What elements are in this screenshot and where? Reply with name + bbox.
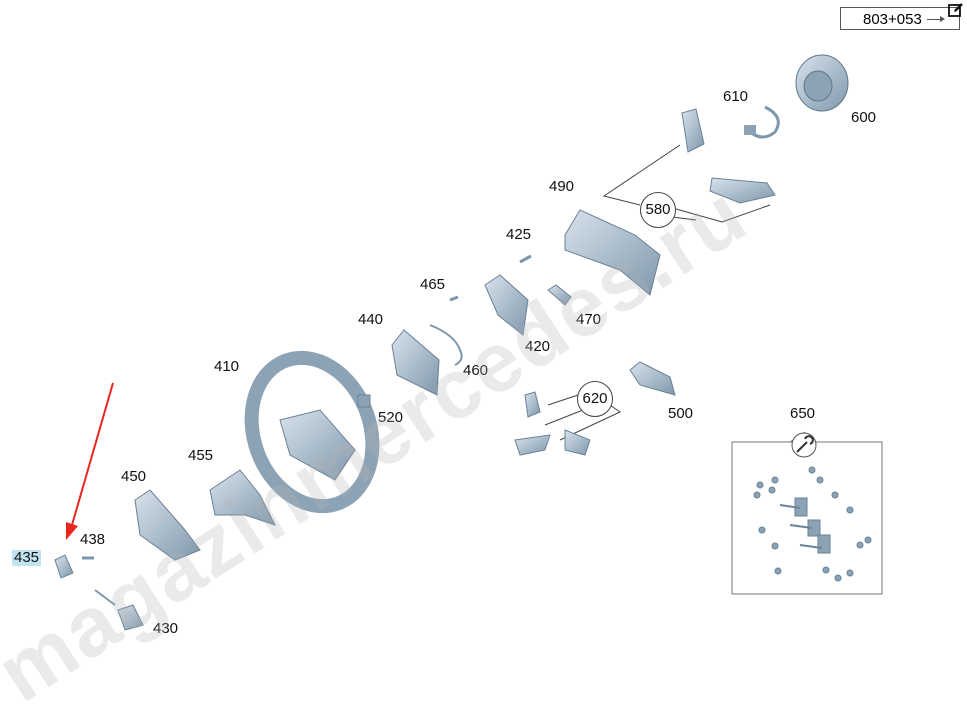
label-440[interactable]: 440 — [358, 311, 384, 328]
label-425[interactable]: 425 — [506, 226, 532, 243]
part-620-paddle-right — [564, 429, 591, 456]
group-620-lines — [544, 394, 621, 441]
part-650-fasteners — [753, 466, 872, 582]
wrench-icon — [791, 432, 817, 458]
part-580-cover-upper — [681, 108, 705, 153]
part-425-screw — [519, 254, 532, 264]
part-610-cable — [749, 105, 780, 139]
indicator-arrow — [66, 382, 114, 540]
label-430[interactable]: 430 — [153, 620, 179, 637]
arrow-right-icon — [927, 16, 945, 22]
part-490-cover — [564, 209, 661, 296]
part-465-screw — [449, 295, 459, 302]
label-610[interactable]: 610 — [723, 88, 749, 105]
part-620-paddle-lower — [514, 434, 551, 456]
reference-link-box[interactable]: 803+053 — [840, 7, 960, 30]
part-610-plug — [744, 125, 756, 135]
label-438[interactable]: 438 — [80, 531, 106, 548]
label-620[interactable]: 620 — [577, 381, 613, 417]
part-600-airbag — [795, 54, 849, 112]
part-435-part — [54, 554, 74, 579]
part-470-switch — [547, 284, 572, 306]
label-650[interactable]: 650 — [790, 405, 816, 422]
label-600[interactable]: 600 — [851, 109, 877, 126]
part-435-wire — [94, 589, 116, 606]
part-460-wire — [429, 324, 463, 366]
diagram-drawing — [54, 54, 883, 631]
part-500-cover — [629, 361, 676, 396]
label-490[interactable]: 490 — [549, 178, 575, 195]
part-440-panel — [391, 329, 440, 396]
part-580-cover-lower — [709, 177, 776, 204]
label-470[interactable]: 470 — [576, 311, 602, 328]
label-450[interactable]: 450 — [121, 468, 147, 485]
label-435[interactable]: 435 — [12, 549, 42, 566]
label-460[interactable]: 460 — [463, 362, 489, 379]
label-420[interactable]: 420 — [525, 338, 551, 355]
part-650-kit-box — [731, 441, 883, 595]
part-455-cover — [209, 469, 276, 526]
part-420-module — [484, 274, 529, 336]
label-520[interactable]: 520 — [378, 409, 404, 426]
part-450-trim — [134, 489, 201, 561]
label-410[interactable]: 410 — [214, 358, 240, 375]
label-465[interactable]: 465 — [420, 276, 446, 293]
part-410-steering-wheel — [244, 350, 380, 514]
label-500[interactable]: 500 — [668, 405, 694, 422]
part-430-cover — [117, 604, 144, 631]
part-620-paddle-upper — [524, 391, 541, 418]
reference-code[interactable]: 803+053 — [863, 11, 922, 28]
edit-icon[interactable] — [948, 2, 964, 18]
part-520-plug — [357, 394, 371, 408]
label-580[interactable]: 580 — [640, 192, 676, 228]
label-455[interactable]: 455 — [188, 447, 214, 464]
